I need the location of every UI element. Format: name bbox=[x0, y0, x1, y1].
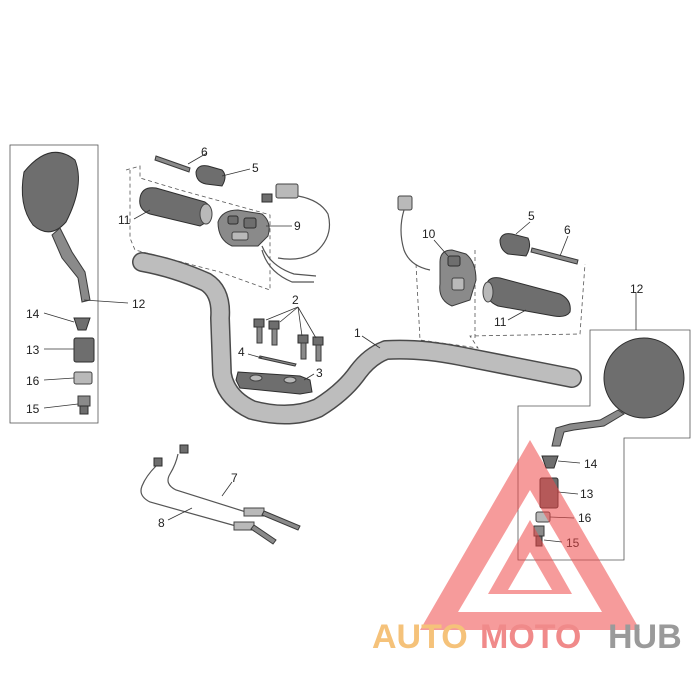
left-mirror-bolt bbox=[77, 395, 91, 415]
clamp-group: 2 4 3 bbox=[235, 293, 324, 395]
watermark-text-auto: AUTO bbox=[372, 618, 468, 656]
clamp-pin bbox=[258, 355, 297, 367]
handlebar: 1 bbox=[132, 252, 582, 425]
callout-8: 8 bbox=[158, 516, 165, 530]
callout-5-left: 5 bbox=[252, 161, 259, 175]
left-switch-housing bbox=[217, 209, 270, 247]
watermark-triangle-outer bbox=[420, 440, 640, 630]
callout-9: 9 bbox=[294, 219, 301, 233]
left-mirror-spacer bbox=[73, 337, 95, 363]
watermark-text-moto: MOTO bbox=[480, 618, 581, 656]
callout-7: 7 bbox=[231, 471, 238, 485]
watermark-wordmark: AUTO MOTO HUB bbox=[372, 618, 682, 656]
left-mirror bbox=[21, 151, 91, 303]
callout-11-left: 11 bbox=[118, 213, 131, 227]
left-grip bbox=[139, 187, 213, 227]
callout-16-left: 16 bbox=[26, 374, 40, 388]
left-mirror-inset: 14 13 16 15 12 bbox=[9, 144, 146, 424]
right-mirror-rubber-cap bbox=[541, 455, 559, 469]
right-control-group: 10 5 6 11 bbox=[397, 195, 586, 349]
throttle-cable-8 bbox=[140, 457, 277, 545]
callout-15-left: 15 bbox=[26, 402, 40, 416]
right-grip bbox=[482, 277, 571, 317]
callout-1: 1 bbox=[354, 326, 361, 340]
callout-3: 3 bbox=[316, 366, 323, 380]
callout-12-right: 12 bbox=[630, 282, 644, 296]
watermark-text-hub: HUB bbox=[608, 618, 682, 656]
left-grip-end-weight bbox=[195, 165, 226, 187]
callout-13-left: 13 bbox=[26, 343, 40, 357]
callout-6-right: 6 bbox=[564, 223, 571, 237]
callout-4: 4 bbox=[238, 345, 245, 359]
right-mirror bbox=[551, 337, 685, 447]
right-mirror-inset: 12 14 13 16 15 bbox=[517, 282, 691, 561]
left-switch-connector bbox=[261, 183, 331, 260]
clamp-bolts bbox=[253, 318, 324, 362]
callout-11-right: 11 bbox=[494, 315, 507, 329]
watermark-logo bbox=[420, 440, 640, 630]
callout-14-left: 14 bbox=[26, 307, 40, 321]
left-end-screw bbox=[154, 155, 191, 173]
right-end-screw bbox=[530, 247, 579, 265]
right-switch-housing bbox=[439, 249, 477, 307]
callout-10: 10 bbox=[422, 227, 436, 241]
left-mirror-nut bbox=[73, 371, 93, 385]
left-mirror-rubber-cap bbox=[73, 317, 91, 331]
watermark-triangle-inner bbox=[488, 520, 572, 594]
callout-14-right: 14 bbox=[584, 457, 598, 471]
right-grip-end-weight bbox=[499, 233, 531, 257]
callout-12-left: 12 bbox=[132, 297, 146, 311]
handlebar-clamp bbox=[235, 371, 313, 395]
throttle-cables: 7 8 bbox=[140, 444, 301, 545]
callout-5-right: 5 bbox=[528, 209, 535, 223]
left-switch-cable bbox=[261, 245, 317, 283]
callout-13-right: 13 bbox=[580, 487, 594, 501]
callout-2: 2 bbox=[292, 293, 299, 307]
callout-6-left: 6 bbox=[201, 145, 208, 159]
callout-16-right: 16 bbox=[578, 511, 592, 525]
right-switch-connector bbox=[397, 195, 431, 271]
left-control-group: 6 5 11 9 bbox=[118, 145, 331, 291]
throttle-cable-7 bbox=[167, 444, 301, 531]
